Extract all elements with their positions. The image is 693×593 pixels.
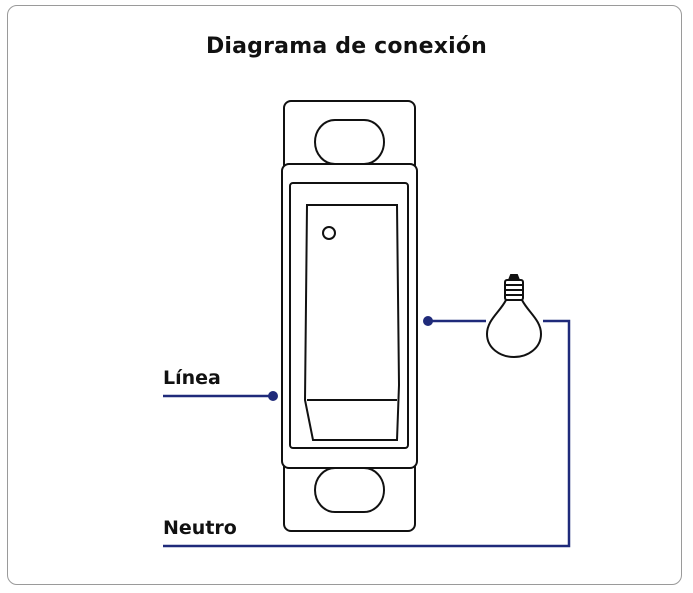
bottom-mounting-hole <box>314 467 385 513</box>
light-bulb-icon <box>485 274 543 359</box>
top-mounting-hole <box>314 119 385 165</box>
indicator-light-icon <box>322 226 336 240</box>
rocker-toggle <box>303 204 401 441</box>
diagram-title: Diagrama de conexión <box>205 34 488 59</box>
load-terminal-dot <box>423 316 433 326</box>
line-label: Línea <box>163 367 221 389</box>
return-wire <box>163 319 571 548</box>
neutral-label: Neutro <box>163 517 237 539</box>
line-terminal-dot <box>268 391 278 401</box>
